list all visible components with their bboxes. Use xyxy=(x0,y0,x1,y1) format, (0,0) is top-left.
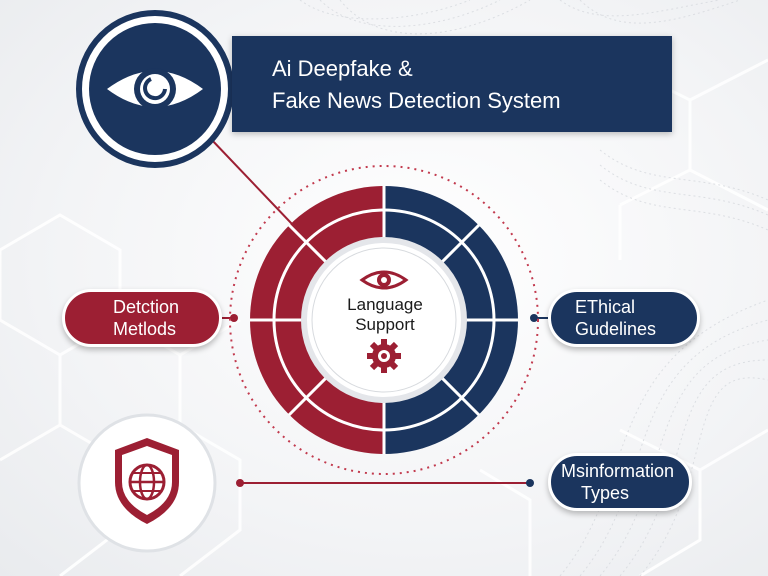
detection-line-1: Detction xyxy=(113,297,180,317)
detection-line-2: Metlods xyxy=(113,319,177,339)
title-line-2: Fake News Detection System xyxy=(272,88,561,113)
center-eye-icon xyxy=(359,270,409,290)
center-label-line-1: Language xyxy=(347,295,423,314)
ethical-line-1: EThical xyxy=(575,297,636,317)
central-wheel xyxy=(250,186,518,454)
ethical-guidelines-node: EThical Gudelines xyxy=(548,289,700,347)
misinformation-line-1: Msinformation xyxy=(561,461,675,481)
center-label-line-2: Support xyxy=(355,315,415,334)
detection-methods-node: Detction Metlods xyxy=(62,289,222,347)
misinformation-line-2: Types xyxy=(581,483,630,503)
eye-icon xyxy=(107,68,203,110)
bottom-shield-badge xyxy=(77,413,217,553)
background-wave-lines xyxy=(299,0,768,576)
dotted-ring xyxy=(229,165,539,475)
center-label: Language Support xyxy=(312,295,458,335)
connectors xyxy=(209,137,548,487)
misinformation-types-node: Msinformation Types xyxy=(548,453,692,511)
title-banner: Ai Deepfake & Fake News Detection System xyxy=(232,36,672,132)
center-gear-icon xyxy=(367,339,401,373)
shield-globe-icon xyxy=(115,438,179,524)
ethical-line-2: Gudelines xyxy=(575,319,657,339)
top-eye-badge xyxy=(76,10,234,168)
title-line-1: Ai Deepfake & xyxy=(272,56,413,81)
